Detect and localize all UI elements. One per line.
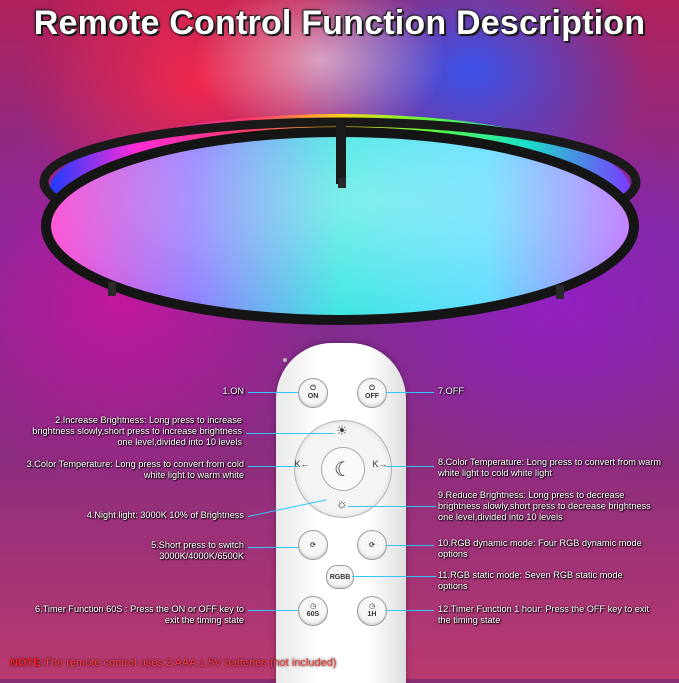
indicator-light	[283, 358, 287, 362]
power-icon: ⏻	[369, 385, 375, 392]
color-temp-right-icon[interactable]: K→	[372, 459, 388, 469]
timer-60s-button[interactable]: ◷60S	[298, 596, 328, 626]
label-rgb-dynamic: 10.RGB dynamic mode: Four RGB dynamic mo…	[438, 538, 642, 559]
cycle-icon: ⟳	[310, 542, 316, 549]
note-prefix: NOTE:	[10, 657, 45, 669]
rgb-dynamic-button[interactable]: ⟳	[357, 530, 387, 560]
clock-icon: ◷	[368, 603, 376, 610]
page-title: Remote Control Function Description	[33, 4, 646, 42]
label-off: 7.OFF	[438, 386, 465, 396]
label-short-press: 5.Short press to switch 3000K/4000K/6500…	[151, 540, 244, 561]
note-text: The remote control uses 2 AAA 1.5V batte…	[44, 657, 337, 669]
leader-line-rgb-static	[352, 576, 436, 577]
clock-icon: ◷	[309, 603, 317, 610]
leader-line-colortemp-right	[386, 466, 434, 467]
label-timer-1h: 12.Timer Function 1 hour: Press the OFF …	[438, 604, 650, 625]
label-rgb-static: 11.RGB static mode: Seven RGB static mod…	[438, 570, 623, 591]
ceiling-lamp-image	[39, 114, 641, 325]
leader-line-timer-1h	[386, 610, 434, 611]
color-temp-left-icon[interactable]: K←	[294, 459, 310, 469]
leader-line-rgb-dynamic	[386, 545, 434, 546]
timer-1h-button[interactable]: ◷1H	[357, 596, 387, 626]
leader-line-off	[386, 392, 434, 393]
moon-icon: ☾	[334, 458, 352, 481]
label-increase-brightness: 2.Increase Brightness: Long press to inc…	[32, 415, 242, 447]
off-button[interactable]: ⏻OFF	[357, 378, 387, 408]
rgb-cycle-icon: ⟳	[369, 542, 375, 549]
leader-line-colortemp-left	[248, 466, 298, 467]
leader-line-timer-60s	[248, 610, 298, 611]
leader-line-on	[248, 392, 298, 393]
leader-line-short-press	[248, 547, 298, 548]
color-temp-switch-button[interactable]: ⟳	[298, 530, 328, 560]
power-icon: ⏻	[310, 385, 316, 392]
label-color-temp-right: 8.Color Temperature: Long press to conve…	[438, 457, 661, 478]
brightness-down-icon[interactable]: ☼	[336, 496, 348, 511]
label-timer-60s: 6.Timer Function 60S : Press the ON or O…	[35, 604, 244, 625]
leader-line-reduce	[348, 506, 436, 507]
label-color-temp-left: 3.Color Temperature: Long press to conve…	[26, 459, 244, 480]
night-light-button[interactable]: ☾	[321, 447, 365, 491]
label-reduce-brightness: 9.Reduce Brightness: Long press to decre…	[438, 490, 651, 522]
brightness-up-icon[interactable]: ☀	[336, 423, 348, 438]
rgb-static-button[interactable]: RGBB	[326, 565, 354, 589]
battery-note: NOTE:The remote control uses 2 AAA 1.5V …	[10, 657, 337, 669]
leader-line-increase	[246, 433, 334, 434]
label-night-light: 4.Night light: 3000K 10% of Brightness	[86, 510, 244, 520]
label-on: 1.ON	[222, 386, 244, 396]
on-button[interactable]: ⏻ON	[298, 378, 328, 408]
